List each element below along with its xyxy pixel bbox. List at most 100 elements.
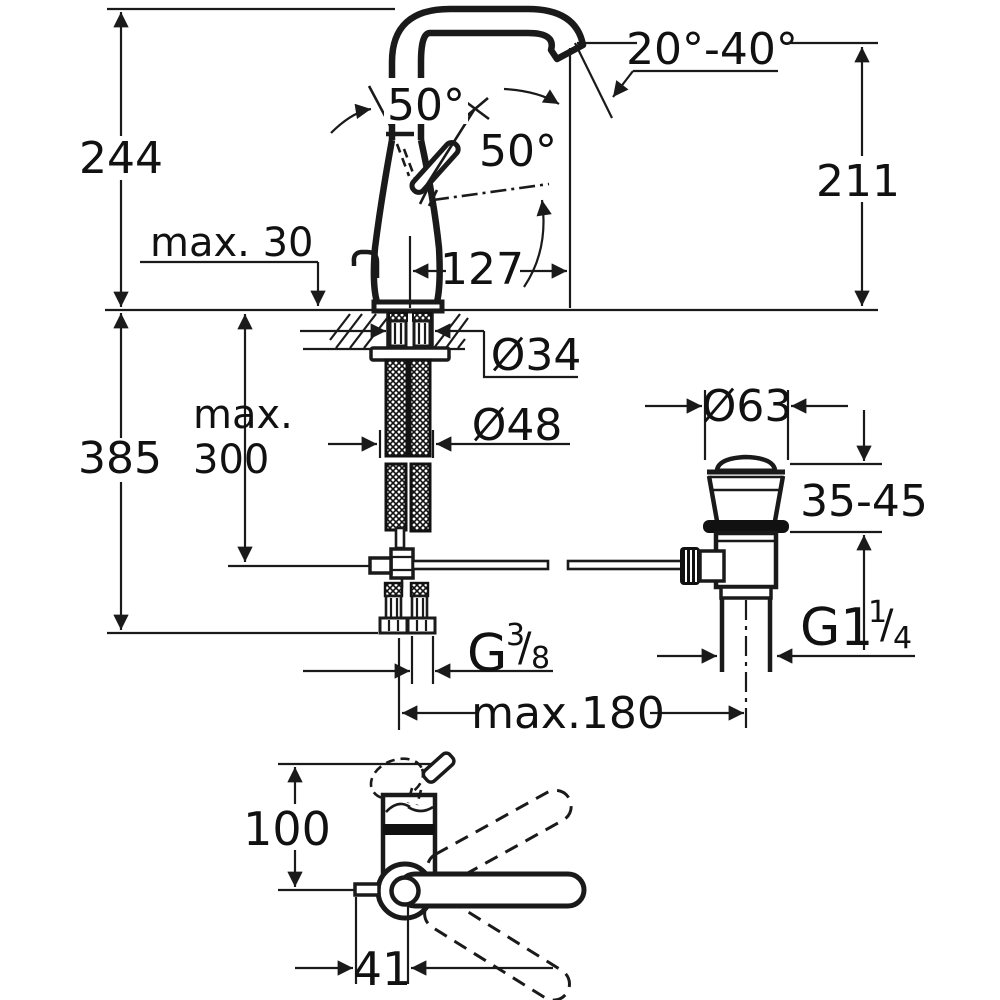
dim-max300-label-1: max. [193,392,293,438]
waste-flange-seal [703,520,789,533]
plan-spout-tip [421,751,456,784]
pull-rod-upper [394,526,406,550]
top-dimensions: 244 max. 30 50° 50° 20°-40° 211 127 [79,12,900,308]
dim-244-label: 244 [79,133,163,184]
dim-211-label: 211 [816,156,900,207]
plan-body-curves [385,802,434,813]
waste-funnel-lines [708,475,784,492]
range3545-label: 35-45 [800,476,928,527]
knob-knurling [685,550,697,582]
angle50-1-label: 50° [387,80,465,131]
range3545-extension-lines [790,462,882,534]
connector-left-nut-lines [387,620,400,631]
dim-41-extension-lines [354,897,410,984]
g38-extension-lines [410,636,435,684]
hose-left-upper [384,358,409,458]
lever-open-position [409,140,461,195]
hose-right-lower [409,462,432,533]
lever-solid-position [396,871,587,909]
tilt-leader-arrow [612,70,634,98]
spout-outline [388,5,587,140]
connector-right-lines [415,598,425,617]
waste-funnel-sides [706,475,786,522]
swivel-arc-arrow [330,103,372,134]
popup-plug-dome [714,454,778,471]
faucet-plan-view: 100 41 [236,751,587,1000]
dia63-label: Ø63 [702,381,793,432]
lever-angle-arc-arrow [523,199,552,288]
mounting-washer [369,346,451,362]
waste-nut-band [719,585,773,600]
g38-label: G 3 / 8 [467,618,550,684]
stud-left-body [388,319,408,348]
dia48-extension-lines [378,430,435,458]
rod-tee-lines [391,555,413,572]
angle50-1-mask [384,78,468,124]
connector-right-nut [406,616,437,635]
stud-right-body [412,319,432,348]
body-left-outline [370,139,396,303]
dia48-label: Ø48 [472,400,563,451]
supply-hoses: Ø48 G 3 / 8 [303,358,570,684]
horizontal-rod-segment-1 [411,559,550,571]
dia48-mask [470,404,564,442]
dia34-leader [482,331,578,379]
spout-swivel-arc-arrow [503,87,560,105]
angle50-2-label: 50° [479,126,557,177]
connector-left-nut [378,616,409,635]
left-dimensions: 385 max. 300 [78,313,372,630]
rod-reach-dimension: max.180 [397,638,744,739]
g114-label: G1 1 / 4 [800,595,912,658]
handle-pivot-inner [389,875,421,907]
hose-connectors [378,581,437,635]
lever-break-ticks [418,187,439,207]
dim-385-label: 385 [78,433,162,484]
dim-244-mask [88,136,154,180]
max180-label: max.180 [471,688,665,739]
connector-left-lines [389,598,399,617]
connector-right-body [410,594,429,621]
tilt-reference-stroke [574,42,613,119]
plan-aerator [421,751,456,784]
hose-left-lower [384,462,408,532]
dim-211-mask [820,156,896,202]
hose-right-upper [408,358,432,458]
dim-max300-label-2: 300 [193,437,269,483]
plan-body-dashes [406,787,423,806]
deck-thickness-label: max. 30 [150,220,313,266]
lever-closed-axis [432,182,550,202]
horizontal-rod-segment-2 [566,559,685,571]
connector-left-body [384,594,403,621]
popup-waste-valve: Ø63 35-45 G1 1 / 4 [645,381,928,731]
rod-tee-block [389,547,415,580]
plan-pull-rod-tab [353,882,381,897]
deck-section: Ø34 [300,312,581,381]
stud-right-threads [417,323,427,344]
dim-100-label: 100 [243,802,331,856]
dim-41-label: 41 [353,942,412,996]
tilt-range-label: 20°-40° [626,24,798,75]
rod-left-connector [368,556,393,575]
pull-rod-linkage [368,547,685,588]
body-internal-dash-2 [402,148,418,182]
base-flange [371,299,445,314]
connector-right-nut-lines [415,620,428,631]
dim-385-mask [86,438,154,482]
reference-lines [105,7,878,635]
body-internal-dash-1 [395,143,411,177]
knob-connector [698,549,726,583]
plan-handle-base-band [383,824,435,835]
lever-handle [409,140,461,195]
dim-100-mask [236,804,336,850]
stud-left-threads [393,323,403,344]
dim-127-label: 127 [440,244,524,295]
dia63-extension-lines [703,390,790,460]
mounting-studs [388,312,432,348]
connector-left-cap [383,581,404,598]
connector-right-cap [409,581,430,598]
faucet-side-view [330,5,613,314]
dia34-label: Ø34 [491,330,582,381]
pull-rod-knob [351,249,380,278]
